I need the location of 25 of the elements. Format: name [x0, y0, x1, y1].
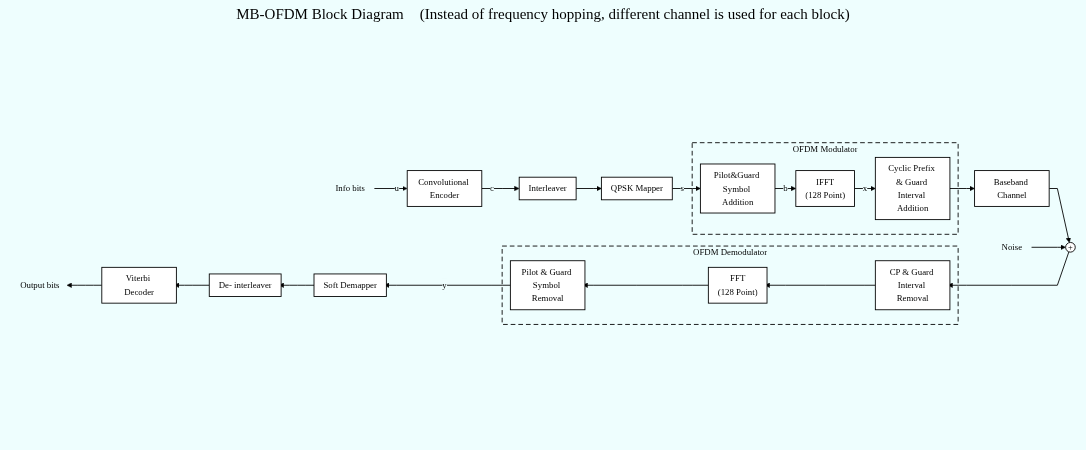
- node-box: Cyclic Prefix & Guard Interval Addition: [874, 156, 951, 220]
- node-circle: +: [1065, 241, 1076, 253]
- node-box: IFFT (128 Point): [795, 170, 855, 207]
- node-box: Pilot & Guard Symbol Removal: [509, 260, 586, 311]
- node-text: Info bits: [335, 183, 365, 193]
- node-box: Interleaver: [518, 176, 577, 201]
- node-box: De- interleaver: [208, 273, 282, 297]
- edge-label: s: [680, 183, 684, 193]
- node-text: Output bits: [20, 280, 60, 290]
- node-box: Viterbi Decoder: [101, 266, 177, 304]
- edge-label: x: [862, 183, 868, 193]
- node-box: Pilot&Guard Symbol Addition: [699, 163, 776, 214]
- node-box: FFT (128 Point): [707, 266, 768, 304]
- diagram-note: MB-OFDM Block Diagram: [236, 6, 404, 23]
- node-box: Convolutional Encoder: [406, 170, 483, 207]
- node-box: CP & Guard Interval Removal: [874, 260, 951, 311]
- node-text: Noise: [1001, 242, 1023, 252]
- node-box: Baseband Channel: [974, 170, 1050, 207]
- node-box: Soft Demapper: [313, 273, 387, 297]
- edge-label: u: [394, 183, 399, 193]
- diagram-note: (Instead of frequency hopping, different channel is used for each block): [419, 6, 850, 23]
- edge-label: c: [490, 183, 494, 193]
- node-box: QPSK Mapper: [600, 176, 673, 201]
- edge-label: b: [783, 183, 788, 193]
- edge-label: y: [442, 280, 447, 290]
